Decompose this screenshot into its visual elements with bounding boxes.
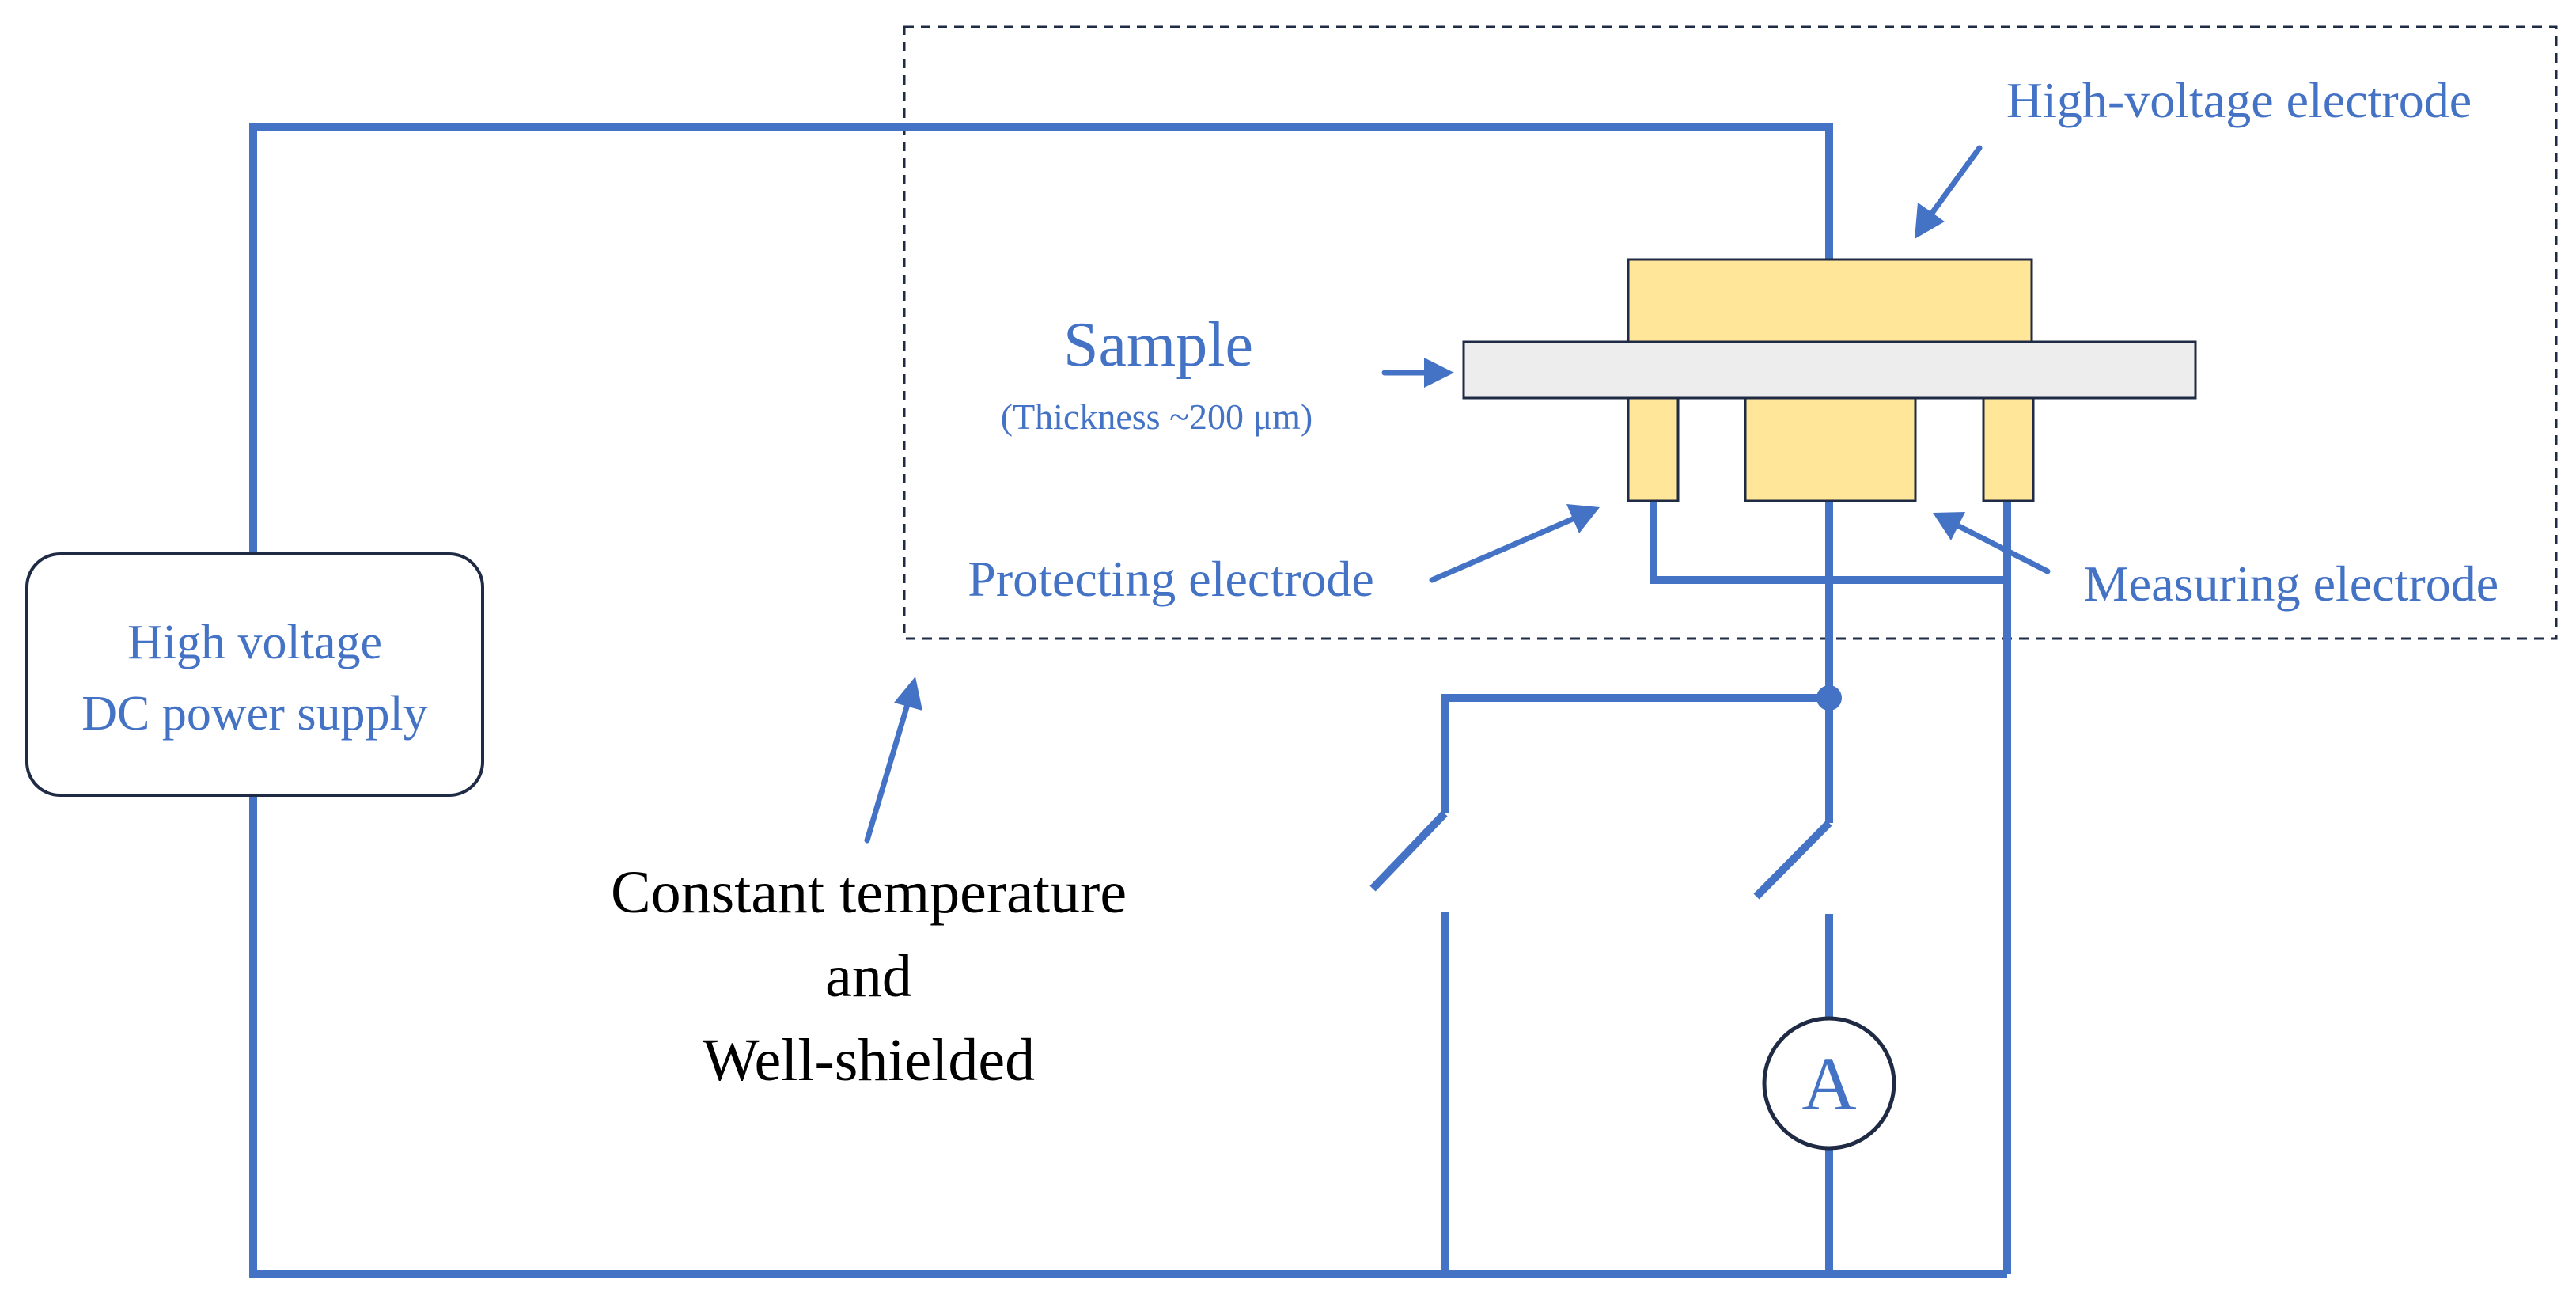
- switch-left-blade: [1369, 810, 1448, 892]
- circuit-wires: [249, 123, 2011, 1278]
- high-voltage-electrode-label: High-voltage electrode: [2006, 72, 2472, 128]
- measuring-electrode: [1744, 396, 1917, 502]
- chamber-label-line2: and: [825, 943, 912, 1010]
- switch-right-blade: [1753, 820, 1832, 900]
- high-voltage-electrode: [1627, 258, 2033, 344]
- chamber-label-line3: Well-shielded: [703, 1027, 1035, 1094]
- arrow-high-voltage-electrode: [1927, 145, 1983, 218]
- wire-top: [249, 123, 1833, 554]
- arrow-measuring-electrode: [1956, 523, 2051, 574]
- power-supply-box: [25, 552, 484, 797]
- ammeter-symbol: A: [1801, 1041, 1856, 1126]
- chamber-boundary: [903, 25, 2558, 640]
- power-supply-label-line1: High voltage: [127, 616, 382, 669]
- wire-guard: [1650, 501, 2007, 584]
- arrow-protecting-electrode: [1429, 515, 1578, 583]
- power-supply-label-line2: DC power supply: [81, 687, 427, 741]
- wire-left-branch: [1441, 694, 1829, 813]
- chamber-label-line1: Constant temperature: [611, 859, 1127, 926]
- protecting-electrode-label: Protecting electrode: [968, 551, 1374, 607]
- sample-label: Sample: [1063, 310, 1253, 380]
- protecting-electrode-left: [1627, 396, 1680, 502]
- measuring-electrode-label: Measuring electrode: [2084, 555, 2498, 612]
- wire-bottom: [249, 795, 2007, 1278]
- annotation-arrows: [864, 145, 2051, 844]
- junction-dot: [1816, 685, 1842, 711]
- arrow-chamber: [864, 699, 911, 844]
- sample-slab: [1462, 340, 2197, 400]
- sample-thickness-label: (Thickness ~200 μm): [1001, 396, 1313, 437]
- ammeter: [1762, 1016, 1896, 1151]
- protecting-electrode-right: [1982, 396, 2035, 502]
